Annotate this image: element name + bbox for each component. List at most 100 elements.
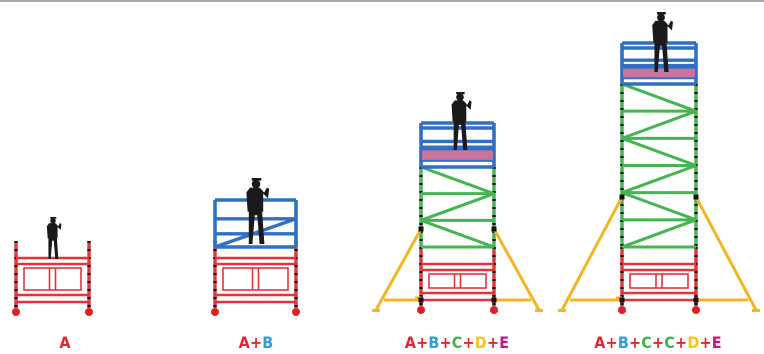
- config-ab-worker-arm: [260, 187, 270, 199]
- config-abccde-green-brace-2: [621, 136, 697, 167]
- config-ab-diagonal-brace: [214, 217, 297, 249]
- config-abcde-worker-arm: [464, 100, 472, 110]
- config-abcde-outrigger-left: [374, 228, 423, 311]
- config-abcde-outriggers: [372, 226, 543, 312]
- caption-plus: +: [652, 333, 665, 352]
- config-a-worker-cap: [50, 217, 57, 219]
- config-abccde-clamp-3: [693, 297, 699, 303]
- caption-component-a: A: [59, 333, 71, 352]
- config-abccde-base-frame: [618, 247, 700, 314]
- config-ab-base-frame: [211, 241, 300, 316]
- caption-config-abccde: A+B+C+C+D+E: [594, 333, 722, 353]
- config-abcde-green-brace-0: [420, 165, 495, 196]
- caption-component-a: A: [238, 333, 250, 352]
- caption-component-a: A: [404, 333, 417, 352]
- config-ab-worker-cap: [251, 178, 262, 181]
- caption-plus: +: [628, 333, 642, 352]
- config-abccde-outriggers: [558, 194, 760, 312]
- config-abcde-clamp-0: [418, 226, 424, 232]
- config-abcde-green-section: [419, 165, 496, 249]
- config-abccde-worker-torso: [652, 20, 668, 43]
- config-abcde-worker-torso: [451, 100, 467, 122]
- config-abcde-clamp-1: [491, 226, 497, 232]
- config-abccde-wheel-0: [618, 306, 626, 314]
- caption-component-a: A: [594, 333, 606, 352]
- caption-plus: +: [675, 333, 688, 352]
- config-abcde-green-brace-2: [420, 218, 495, 249]
- config-abccde-worker-silhouette: [652, 12, 673, 72]
- config-abcde-worker-silhouette: [451, 92, 472, 150]
- config-a-worker-legs: [48, 237, 59, 259]
- config-abcde-outrigger-right: [492, 228, 541, 311]
- config-abcde-worker-head: [456, 93, 464, 102]
- config-abcde-base-frame: [417, 247, 498, 314]
- config-abccde-platform-deck: [621, 66, 697, 80]
- config-ab-worker-silhouette: [246, 178, 270, 244]
- caption-plus: +: [462, 333, 475, 352]
- config-ab-worker-torso: [246, 187, 264, 212]
- config-abccde-worker-arm: [665, 20, 673, 31]
- config-ab-worker-head: [251, 179, 261, 189]
- config-abcde-green-brace-1: [420, 192, 495, 222]
- config-abccde-clamp-1: [693, 194, 699, 200]
- config-a-wheel-0: [12, 308, 20, 316]
- config-abcde-worker-legs: [453, 120, 468, 150]
- config-abcde-platform-deck: [420, 148, 495, 162]
- caption-component-e: E: [711, 333, 722, 352]
- caption-component-b: B: [262, 333, 274, 352]
- caption-plus: +: [249, 333, 263, 352]
- caption-plus: +: [699, 333, 712, 352]
- top-divider: [0, 0, 764, 2]
- caption-config-abcde: A+B+C+D+E: [405, 333, 510, 353]
- caption-component-c: C: [664, 333, 676, 352]
- config-abccde-green-brace-4: [621, 191, 697, 222]
- caption-component-e: E: [499, 333, 510, 352]
- config-a-wheel-1: [85, 308, 93, 316]
- config-abccde-worker-legs: [654, 41, 669, 72]
- config-abccde-inner-panel: [629, 273, 689, 289]
- caption-plus: +: [439, 333, 452, 352]
- config-a-worker-silhouette: [46, 217, 62, 259]
- config-abcde-wheel-1: [490, 306, 498, 314]
- caption-component-b: B: [428, 333, 440, 352]
- config-abccde-clamp-0: [619, 194, 625, 200]
- config-abcde-inner-panel: [428, 273, 487, 289]
- config-abccde-green-brace-0: [621, 82, 697, 113]
- config-abccde-outrigger-left: [560, 196, 624, 311]
- config-abcde-clamp-3: [491, 297, 497, 303]
- caption-plus: +: [605, 333, 618, 352]
- config-abccde-clamp-2: [619, 297, 625, 303]
- config-ab-worker-legs: [248, 210, 265, 244]
- config-a-worker-arm: [56, 223, 62, 230]
- config-a-worker-torso: [46, 223, 58, 239]
- caption-config-a: A: [59, 333, 70, 353]
- config-abccde-foot-right: [752, 309, 760, 312]
- caption-component-d: D: [687, 333, 700, 352]
- caption-component-c: C: [641, 333, 653, 352]
- caption-component-b: B: [617, 333, 629, 352]
- config-abccde-green-brace-1: [621, 109, 697, 140]
- config-abcde-clamp-2: [418, 297, 424, 303]
- config-abcde-wheel-0: [417, 306, 425, 314]
- config-a-inner-panel: [23, 267, 82, 291]
- config-abcde-foot-left: [372, 309, 380, 312]
- config-abccde-green-brace-5: [621, 218, 697, 249]
- config-a-worker-head: [50, 218, 56, 224]
- caption-component-d: D: [474, 333, 487, 352]
- caption-plus: +: [486, 333, 500, 352]
- config-a-base-frame: [12, 241, 93, 316]
- config-abccde-green-brace-3: [621, 164, 697, 195]
- caption-config-ab: A+B: [239, 333, 274, 353]
- config-ab-inner-panel: [222, 267, 289, 291]
- config-abcde-foot-right: [535, 309, 543, 312]
- config-abccde-green-section: [620, 82, 698, 249]
- config-abccde-foot-left: [558, 309, 566, 312]
- config-ab-wheel-0: [211, 308, 219, 316]
- config-abccde-worker-cap: [657, 12, 666, 15]
- config-abccde-outrigger-right: [694, 196, 758, 311]
- config-abccde-wheel-1: [692, 306, 700, 314]
- config-abcde-worker-cap: [456, 92, 465, 95]
- config-abccde-worker-head: [657, 13, 665, 22]
- config-ab-wheel-1: [292, 308, 300, 316]
